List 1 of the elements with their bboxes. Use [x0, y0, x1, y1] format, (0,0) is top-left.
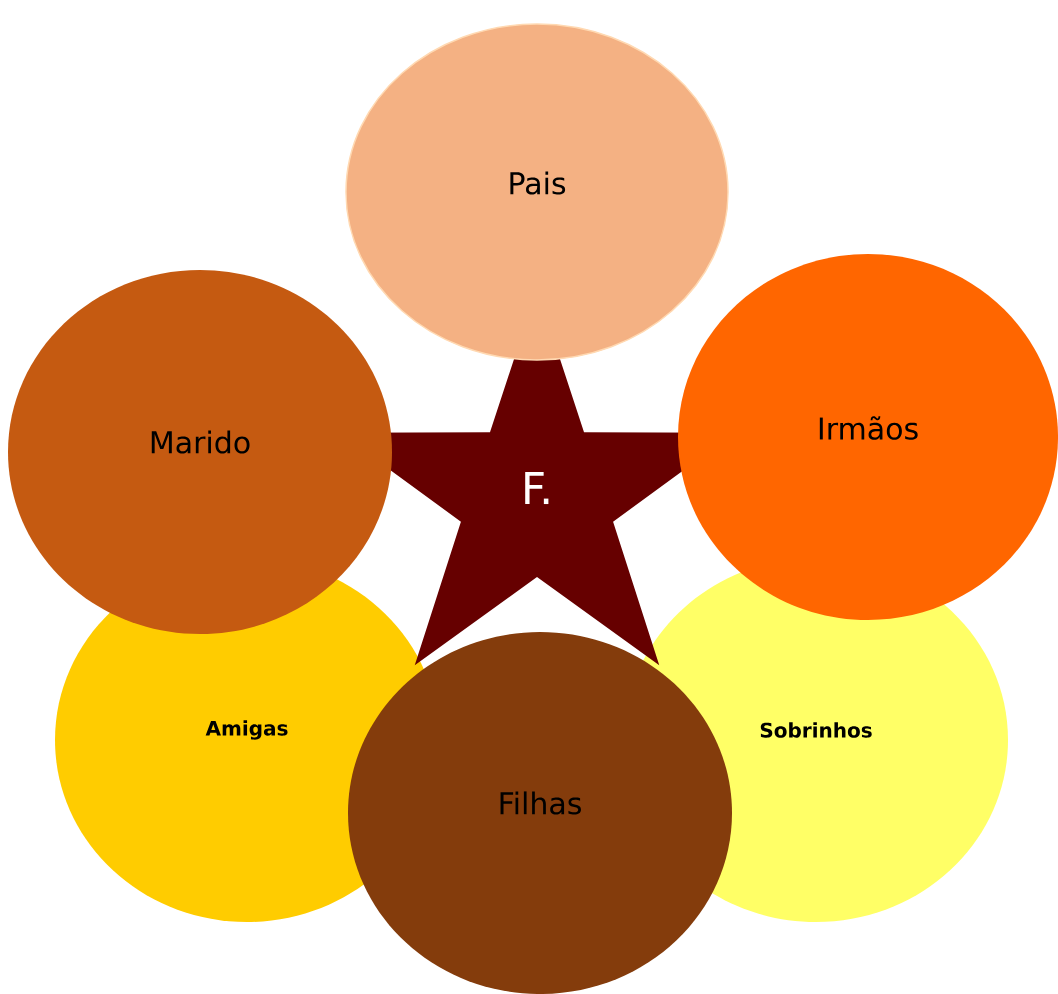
star: F.	[339, 289, 735, 666]
